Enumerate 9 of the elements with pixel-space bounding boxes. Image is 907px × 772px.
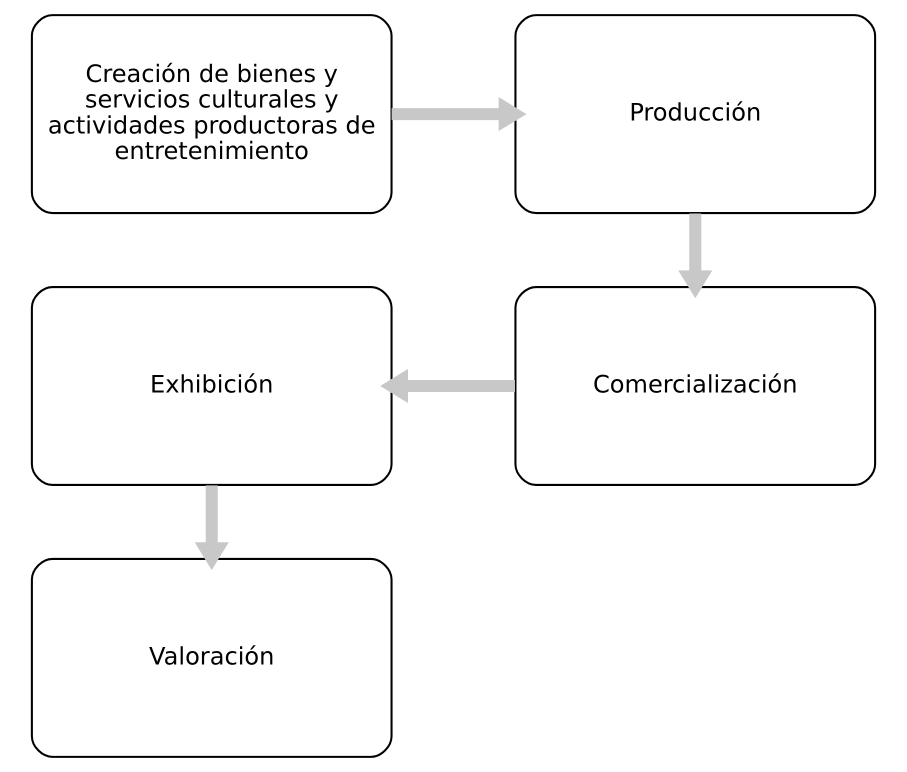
node-box: Creación de bienes y servicios culturales y actividades productoras de entretenimiento [30,14,393,214]
arrow [194,485,229,570]
node-box: Valoración [30,558,393,758]
node-box: Exhibición [30,286,393,486]
arrow [678,214,712,298]
node-box: Producción [514,14,876,214]
arrow [380,368,515,404]
arrow [392,97,527,132]
node-box: Comercialización [514,286,876,486]
